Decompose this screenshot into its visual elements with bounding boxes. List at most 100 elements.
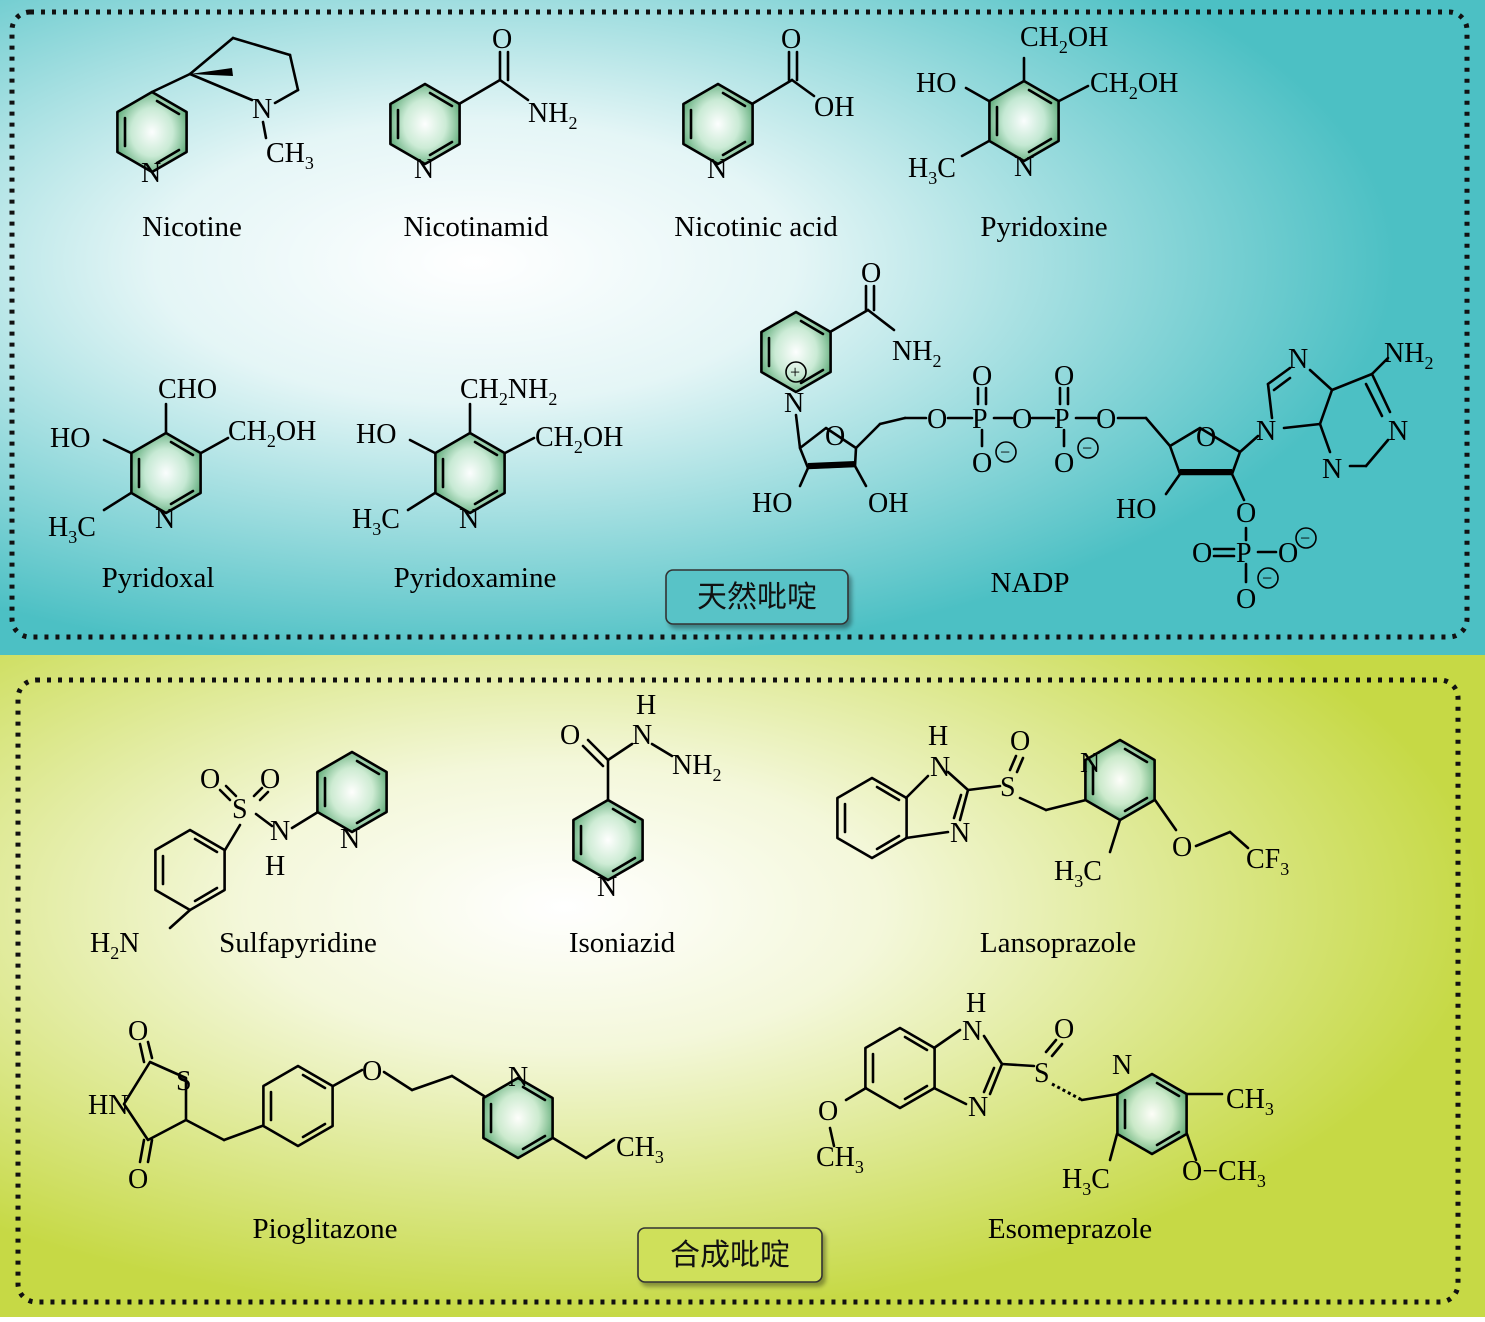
atom-n: N: [968, 1092, 988, 1123]
atom-o: O: [1236, 498, 1256, 529]
atom-oh: OH: [814, 92, 854, 123]
atom-o: O: [1054, 1014, 1074, 1045]
atom-o: O: [972, 448, 992, 479]
nicotine-structure: N N CH3: [116, 36, 314, 189]
pioglitazone-structure: O S HN O O N CH3: [88, 1016, 664, 1195]
atom-ho: HO: [1116, 494, 1156, 525]
atom-n: N: [252, 94, 272, 125]
atom-n: N: [1288, 344, 1308, 375]
caption-pioglitazone: Pioglitazone: [253, 1213, 398, 1245]
atom-n: N: [1322, 454, 1342, 485]
atom-o: O: [1010, 726, 1030, 757]
pyridoxal-structure: N CHO CH2OH HO H3C: [48, 374, 316, 547]
atom-ho: HO: [916, 68, 956, 99]
atom-nh: N: [270, 816, 290, 847]
atom-ch3: CH3: [266, 138, 314, 173]
caption-sulfapyridine: Sulfapyridine: [219, 927, 377, 959]
atom-o: O: [1012, 404, 1032, 435]
atom-o: O: [927, 404, 947, 435]
atom-ch2oh: CH2OH: [1090, 68, 1178, 103]
atom-n: N: [1256, 416, 1276, 447]
atom-s: S: [232, 794, 248, 825]
isoniazid-structure: N O N H NH2: [560, 690, 721, 903]
atom-o: O: [1054, 361, 1074, 392]
atom-n: N: [632, 720, 652, 751]
caption-nadp: NADP: [991, 567, 1070, 599]
atom-o: O: [1192, 538, 1212, 569]
atom-oh: OH: [868, 488, 908, 519]
atom-cf3: CF3: [1246, 844, 1289, 879]
atom-ch3: CH3: [616, 1132, 664, 1167]
synthetic-tag: [637, 1227, 823, 1283]
nicotinic-acid-structure: N O OH: [682, 24, 854, 185]
caption-nicotinic-acid: Nicotinic acid: [674, 211, 838, 243]
atom-o: O: [1096, 404, 1116, 435]
atom-o: O: [492, 24, 512, 55]
synthetic-tag-label: 合成吡啶: [670, 1238, 790, 1273]
atom-n: N: [155, 504, 175, 535]
atom-o: O: [781, 24, 801, 55]
caption-isoniazid: Isoniazid: [569, 927, 676, 959]
atom-h3c: H3C: [1054, 856, 1102, 891]
atom-p: P: [1236, 538, 1252, 569]
atom-o: O: [362, 1056, 382, 1087]
atom-n: N: [141, 158, 161, 189]
atom-h3c: H3C: [48, 512, 96, 547]
atom-h: H: [928, 721, 948, 752]
atom-o: O: [1278, 538, 1298, 569]
caption-pyridoxine: Pyridoxine: [980, 211, 1107, 243]
natural-tag-label: 天然吡啶: [697, 580, 817, 615]
atom-o: O: [972, 361, 992, 392]
atom-h: H: [966, 988, 986, 1019]
atom-nh2: NH2: [892, 336, 941, 371]
atom-n: N: [508, 1062, 528, 1093]
atom-o: O: [861, 258, 881, 289]
atom-minus: −: [1082, 438, 1092, 458]
caption-pyridoxamine: Pyridoxamine: [394, 562, 557, 594]
atom-n: N: [1112, 1050, 1132, 1081]
atom-h3c: H3C: [352, 504, 400, 539]
atom-o: O: [1236, 584, 1256, 615]
atom-o: O: [560, 720, 580, 751]
atom-n: N: [950, 818, 970, 849]
atom-o: O: [825, 421, 845, 452]
atom-och3: O−CH3: [1182, 1156, 1266, 1191]
natural-tag: [665, 569, 849, 625]
atom-nh2: NH2: [1384, 338, 1433, 373]
atom-o: O: [818, 1096, 838, 1127]
atom-n: N: [1388, 416, 1408, 447]
atom-n: N: [1080, 748, 1100, 779]
caption-pyridoxal: Pyridoxal: [102, 562, 215, 594]
atom-n: N: [414, 154, 434, 185]
atom-n: N: [962, 1016, 982, 1047]
atom-h: H: [636, 690, 656, 721]
atom-n: N: [1014, 152, 1034, 183]
atom-n: N: [930, 752, 950, 783]
esomeprazole-structure: N H N O CH3 S O N CH3 O−CH3 H3C: [816, 988, 1274, 1199]
caption-lansoprazole: Lansoprazole: [980, 927, 1136, 959]
atom-hn: HN: [88, 1090, 128, 1121]
synthetic-section-glow: [0, 655, 1485, 1317]
atom-ch2nh2: CH2NH2: [460, 374, 557, 409]
atom-n: N: [784, 388, 804, 419]
atom-o: O: [1054, 448, 1074, 479]
atom-minus: −: [1262, 568, 1272, 588]
atom-ho: HO: [50, 423, 90, 454]
atom-o: O: [1172, 832, 1192, 863]
atom-nh2: NH2: [672, 750, 721, 785]
atom-h2n: H2N: [90, 928, 139, 963]
atom-minus: −: [1000, 442, 1010, 462]
atom-n: N: [707, 154, 727, 185]
atom-h3c: H3C: [1062, 1164, 1110, 1199]
sulfapyridine-structure: H2N S O O N H N: [90, 750, 388, 963]
pyridoxine-structure: N CH2OH CH2OH HO H3C: [908, 22, 1178, 188]
pyridoxamine-structure: N CH2NH2 CH2OH HO H3C: [352, 374, 623, 539]
caption-nicotinamid: Nicotinamid: [404, 211, 549, 243]
natural-dashed-frame: [9, 9, 1470, 640]
atom-p: P: [972, 404, 988, 435]
atom-ch3: CH3: [816, 1142, 864, 1177]
atom-ch2oh: CH2OH: [228, 416, 316, 451]
atom-s: S: [176, 1066, 192, 1097]
